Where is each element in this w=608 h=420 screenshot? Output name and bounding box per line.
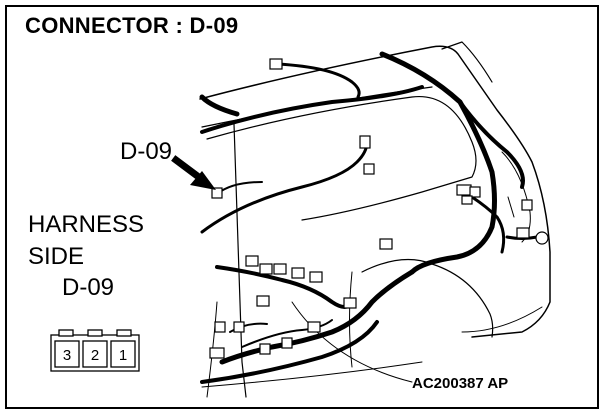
harness-side-label: SIDE [28, 243, 85, 270]
pin-label: 1 [119, 347, 127, 364]
harness-side-label: HARNESS [28, 211, 145, 238]
pin-label: 2 [91, 347, 99, 364]
harness-connector-id: D-09 [62, 274, 115, 301]
pointer-arrow [171, 155, 216, 190]
pin-label: 3 [63, 347, 71, 364]
connector-title: CONNECTOR : D-09 [25, 13, 239, 38]
harness-connector-face: 3 2 1 [50, 329, 140, 372]
vehicle-rear-illustration [171, 41, 551, 398]
connector-pointer-label: D-09 [120, 138, 173, 165]
diagram-frame: 3 2 1 [5, 5, 599, 409]
figure-code: AC200387 AP [412, 375, 509, 392]
